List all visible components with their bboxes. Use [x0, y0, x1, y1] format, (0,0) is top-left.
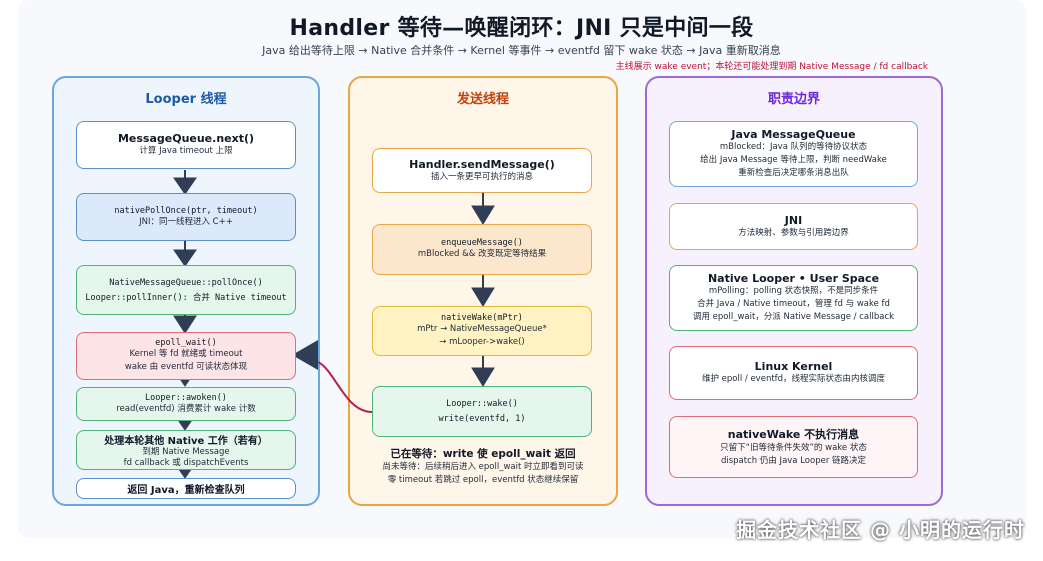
send-message-desc: 插入一条更早可执行的消息 — [430, 171, 533, 182]
arrow-enqueue-to-nativewake — [471, 287, 495, 307]
nativepollonce-desc: JNI：同一线程进入 C++ — [139, 216, 233, 227]
nativewake-no-dispatch-box: nativeWake 不执行消息 只留下“旧等待条件失效”的 wake 状态 d… — [669, 416, 918, 478]
messagequeue-next-label: MessageQueue.next() — [117, 132, 255, 145]
native-pollonce-label: NativeMessageQueue::pollOnce() — [109, 277, 263, 288]
messagequeue-next-box: MessageQueue.next() 计算 Java timeout 上限 — [76, 121, 296, 169]
return-java-label: 返回 Java，重新检查队列 — [127, 485, 245, 496]
diagram-title: Handler 等待—唤醒闭环：JNI 只是中间一段 — [289, 16, 754, 41]
linux-kernel-label: Linux Kernel — [754, 360, 833, 373]
wake-caption-line-2: 零 timeout 若跳过 epoll，eventfd 状态继续保留 — [387, 475, 579, 485]
jni-box: JNI 方法映射、参数与引用跨边界 — [669, 203, 918, 250]
nativewake-no-dispatch-label: nativeWake 不执行消息 — [727, 428, 860, 441]
diagram-note: 主线展示 wake event；本轮还可能处理到期 Native Message… — [615, 62, 928, 72]
sender-panel-title: 发送线程 — [456, 92, 509, 107]
looper-panel-title: Looper 线程 — [145, 92, 227, 107]
process-native-work-box: 处理本轮其他 Native 工作（若有） 到期 Native Message f… — [76, 430, 296, 470]
enqueue-message-box: enqueueMessage() mBlocked && 改变既定等待结果 — [372, 224, 592, 275]
nativewake-desc-2: → mLooper->wake() — [439, 337, 525, 347]
awoken-box: Looper::awoken() read(eventfd) 消费累计 wake… — [76, 387, 296, 421]
looper-wake-box: Looper::wake() write(eventfd, 1) — [372, 386, 592, 437]
responsibility-panel-title: 职责边界 — [767, 92, 820, 107]
process-native-work-desc-1: 到期 Native Message — [142, 446, 230, 457]
nativewake-desc-1: mPtr → NativeMessageQueue* — [417, 324, 547, 334]
nativewake-box: nativeWake(mPtr) mPtr → NativeMessageQue… — [372, 306, 592, 356]
epoll-wait-desc-2: wake 由 eventfd 可读状态体现 — [124, 362, 248, 372]
jni-desc: 方法映射、参数与引用跨边界 — [738, 227, 849, 238]
linux-kernel-box: Linux Kernel 维护 epoll / eventfd，线程实际状态由内… — [669, 346, 918, 400]
send-message-box: Handler.sendMessage() 插入一条更早可执行的消息 — [372, 148, 592, 193]
wake-event-curve — [317, 361, 373, 413]
diagram-subtitle: Java 给出等待上限 → Native 合并条件 → Kernel 等事件 →… — [262, 44, 781, 57]
send-message-label: Handler.sendMessage() — [409, 157, 555, 171]
java-messagequeue-desc-1: mBlocked：Java 队列的等待协议状态 — [719, 142, 868, 152]
looper-wake-desc: write(eventfd, 1) — [438, 414, 526, 424]
watermark: 掘金技术社区 @ 小明的运行时 — [736, 518, 1025, 542]
wake-caption: 已在等待：write 使 epoll_wait 返回 尚未等待：后续稍后进入 e… — [348, 446, 618, 487]
epoll-wait-label: epoll_wait() — [155, 338, 217, 348]
native-pollonce-desc: Looper::pollInner(): 合并 Native timeout — [85, 292, 287, 303]
native-looper-desc-3: 调用 epoll_wait，分派 Native Message / callba… — [692, 312, 895, 322]
wake-event-arrowhead — [292, 340, 318, 370]
java-messagequeue-desc-2: 给出 Java Message 等待上限，判断 needWake — [700, 155, 887, 165]
nativepollonce-label: nativePollOnce(ptr, timeout) — [114, 205, 258, 216]
sender-flow-arrows — [471, 193, 495, 387]
native-looper-box: Native Looper • User Space mPolling：poll… — [669, 265, 918, 331]
arrow-nativewake-to-wake — [471, 367, 495, 387]
wake-caption-line-1: 尚未等待：后续稍后进入 epoll_wait 时立即看到可读 — [382, 462, 584, 472]
enqueue-message-desc: mBlocked && 改变既定等待结果 — [417, 249, 547, 259]
java-messagequeue-desc-3: 重新检查后决定哪条消息出队 — [738, 168, 849, 178]
return-java-box: 返回 Java，重新检查队列 — [76, 478, 296, 499]
native-looper-desc-2: 合并 Java / Native timeout，管理 fd 与 wake fd — [697, 299, 890, 309]
looper-wake-label: Looper::wake() — [446, 399, 518, 409]
jni-label: JNI — [784, 213, 803, 227]
nativewake-label: nativeWake(mPtr) — [441, 313, 523, 323]
process-native-work-label: 处理本轮其他 Native 工作（若有） — [104, 435, 268, 447]
awoken-desc: read(eventfd) 消费累计 wake 计数 — [116, 403, 256, 414]
native-looper-label: Native Looper • User Space — [707, 272, 880, 285]
linux-kernel-desc: 维护 epoll / eventfd，线程实际状态由内核调度 — [701, 374, 886, 384]
epoll-wait-desc-1: Kernel 等 fd 就绪或 timeout — [129, 349, 243, 359]
native-looper-desc-1: mPolling：polling 状态快照，不是同步条件 — [708, 286, 879, 296]
epoll-wait-box: epoll_wait() Kernel 等 fd 就绪或 timeout wak… — [76, 332, 296, 380]
arrow-native-to-epoll — [173, 315, 197, 334]
messagequeue-next-desc: 计算 Java timeout 上限 — [139, 146, 233, 156]
native-pollonce-box: NativeMessageQueue::pollOnce() Looper::p… — [76, 265, 296, 315]
java-messagequeue-label: Java MessageQueue — [731, 128, 856, 141]
nativepollonce-box: nativePollOnce(ptr, timeout) JNI：同一线程进入 … — [76, 193, 296, 241]
nativewake-no-dispatch-desc-1: 只留下“旧等待条件失效”的 wake 状态 — [720, 443, 867, 453]
enqueue-message-label: enqueueMessage() — [441, 238, 523, 248]
wake-caption-title: 已在等待：write 使 epoll_wait 返回 — [390, 448, 576, 460]
nativewake-no-dispatch-desc-2: dispatch 仍由 Java Looper 链路决定 — [720, 456, 867, 466]
java-messagequeue-box: Java MessageQueue mBlocked：Java 队列的等待协议状… — [669, 121, 918, 187]
arrow-next-to-pollonce — [173, 177, 197, 195]
arrow-pollonce-to-native — [173, 249, 197, 267]
arrow-send-to-enqueue — [471, 205, 495, 225]
awoken-label: Looper::awoken() — [145, 392, 227, 403]
process-native-work-desc-2: fd callback 或 dispatchEvents — [123, 457, 249, 468]
